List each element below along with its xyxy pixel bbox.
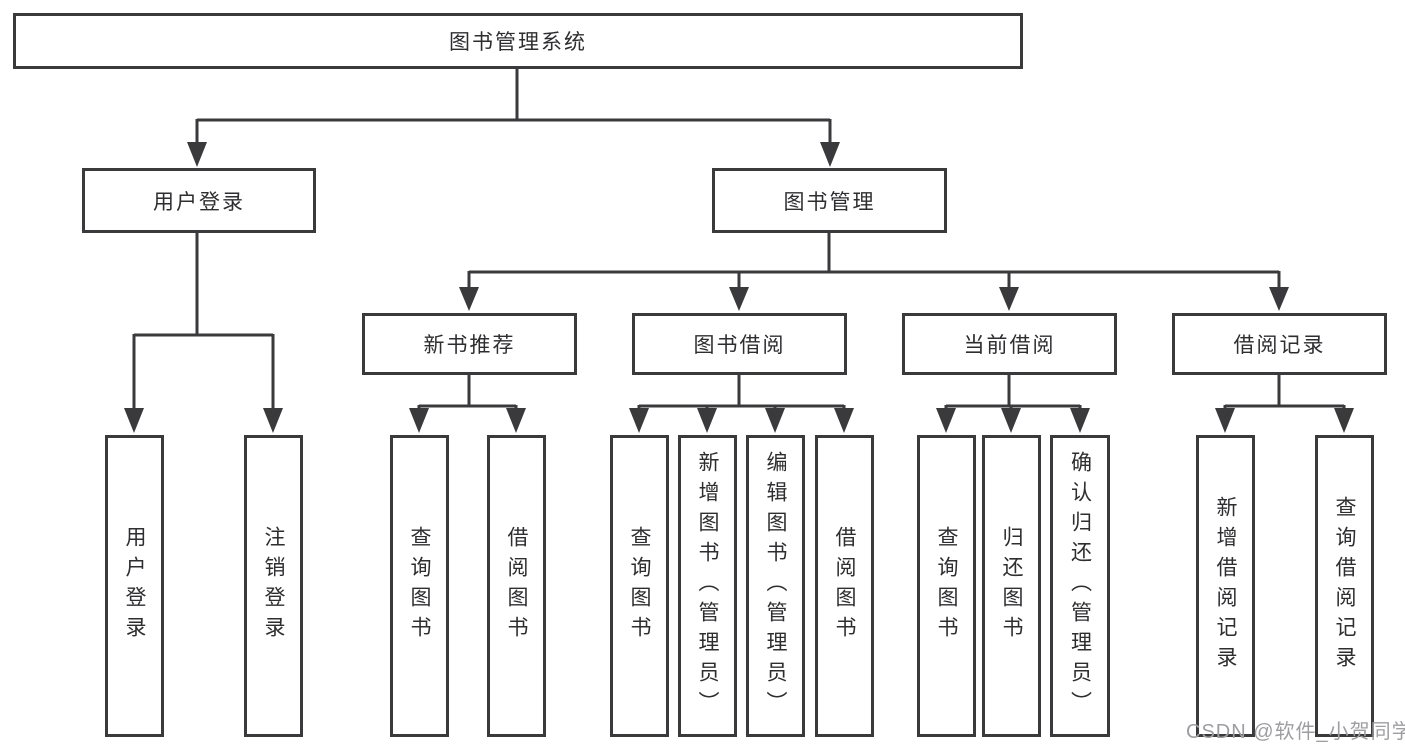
connector-bookmgmt-to-level3 <box>467 233 1281 293</box>
node-book-borrow: 图书借阅 <box>632 313 847 375</box>
node-leaf-query-books-2: 查询图书 <box>610 435 669 737</box>
node-label: 查询图书 <box>408 526 431 646</box>
node-borrow-records: 借阅记录 <box>1172 313 1387 375</box>
node-label: 归还图书 <box>1000 526 1023 646</box>
node-label: 借阅记录 <box>1233 334 1326 357</box>
node-label: 借阅图书 <box>833 526 856 646</box>
arrowheads <box>124 142 1354 433</box>
node-label: 新书推荐 <box>423 334 516 357</box>
connector-newbooks-to-leaves <box>417 375 518 415</box>
node-label: 注销登录 <box>262 526 285 646</box>
csdn-watermark: CSDN @软件_小贺同学 <box>1186 721 1405 743</box>
node-current-borrow: 当前借阅 <box>902 313 1117 375</box>
node-label: 用户登录 <box>123 526 146 646</box>
node-label: 确认归还（管理员） <box>1068 451 1092 721</box>
node-user-login: 用户登录 <box>82 168 316 233</box>
node-label: 新增借阅记录 <box>1214 496 1237 676</box>
node-label: 图书借阅 <box>693 334 786 357</box>
node-library-management-system: 图书管理系统 <box>13 13 1023 69</box>
node-leaf-query-borrow-record: 查询借阅记录 <box>1315 435 1374 737</box>
node-leaf-confirm-return-admin: 确认归还（管理员） <box>1050 435 1110 737</box>
node-leaf-borrow-books-2: 借阅图书 <box>815 435 874 737</box>
node-label: 借阅图书 <box>505 526 528 646</box>
node-label: 新增图书（管理员） <box>696 451 719 721</box>
node-book-management: 图书管理 <box>712 168 947 233</box>
node-leaf-query-books-1: 查询图书 <box>390 435 449 737</box>
connector-root-to-level2 <box>195 68 832 150</box>
node-label: 用户登录 <box>153 190 245 214</box>
node-label: 图书管理 <box>783 190 876 214</box>
node-leaf-edit-book-admin: 编辑图书（管理员） <box>746 435 805 737</box>
connector-borrow-to-leaves <box>637 375 846 415</box>
connector-records-to-leaves <box>1223 375 1346 415</box>
node-label: 图书管理系统 <box>449 31 587 54</box>
node-label: 编辑图书（管理员） <box>764 451 787 721</box>
node-leaf-return-book: 归还图书 <box>982 435 1041 737</box>
node-leaf-query-books-3: 查询图书 <box>917 435 976 737</box>
node-label: 查询图书 <box>628 526 651 646</box>
node-leaf-borrow-books-1: 借阅图书 <box>487 435 546 737</box>
node-label: 查询图书 <box>935 526 958 646</box>
node-leaf-add-book-admin: 新增图书（管理员） <box>678 435 737 737</box>
node-leaf-user-login: 用户登录 <box>105 435 164 737</box>
node-label: 查询借阅记录 <box>1333 496 1356 676</box>
node-label: 当前借阅 <box>963 334 1056 357</box>
connector-userlogin-to-leaves <box>132 233 275 414</box>
node-new-book-recommend: 新书推荐 <box>362 313 577 375</box>
node-leaf-logout: 注销登录 <box>244 435 303 737</box>
node-leaf-add-borrow-record: 新增借阅记录 <box>1196 435 1255 737</box>
